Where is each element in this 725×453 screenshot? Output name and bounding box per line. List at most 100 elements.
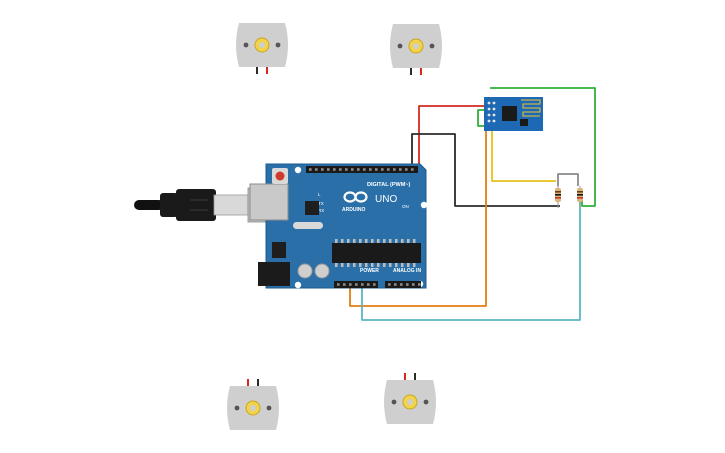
digital-header[interactable] bbox=[306, 166, 418, 173]
resistor-1[interactable] bbox=[555, 186, 561, 208]
esp-pin[interactable] bbox=[492, 113, 496, 117]
arduino-uno-board[interactable]: DIGITAL (PWM~) TX RX L ON ARDUINO UNO PO… bbox=[249, 163, 428, 289]
digital-pin[interactable] bbox=[363, 168, 366, 171]
digital-pins bbox=[309, 168, 414, 171]
digital-pin[interactable] bbox=[339, 168, 342, 171]
esp-pins bbox=[487, 101, 496, 123]
wire-red-3v3[interactable] bbox=[418, 105, 488, 168]
atmega-chip bbox=[332, 243, 421, 263]
digital-pin[interactable] bbox=[405, 168, 408, 171]
wire-yellow-rx[interactable] bbox=[491, 128, 556, 182]
digital-pin[interactable] bbox=[309, 168, 312, 171]
power-pin[interactable] bbox=[367, 283, 370, 286]
chip-leg bbox=[335, 239, 338, 243]
chip-legs bbox=[335, 239, 416, 267]
tx-label: TX bbox=[318, 201, 324, 206]
digital-pin[interactable] bbox=[351, 168, 354, 171]
model-label: UNO bbox=[375, 194, 397, 205]
rx-label: RX bbox=[318, 208, 324, 213]
digital-pin[interactable] bbox=[381, 168, 384, 171]
chip-leg bbox=[407, 263, 410, 267]
capacitor-2 bbox=[314, 263, 330, 279]
power-jack bbox=[258, 262, 290, 286]
digital-pin[interactable] bbox=[327, 168, 330, 171]
analog-pin[interactable] bbox=[418, 283, 421, 286]
brand-label: ARDUINO bbox=[342, 207, 365, 213]
analog-pin[interactable] bbox=[388, 283, 391, 286]
esp8266-module[interactable] bbox=[484, 97, 543, 131]
esp-pin[interactable] bbox=[492, 107, 496, 111]
reset-button-cap[interactable] bbox=[275, 171, 285, 181]
analog-pin[interactable] bbox=[406, 283, 409, 286]
esp-antenna bbox=[521, 99, 541, 117]
wire-orange-tx[interactable] bbox=[349, 128, 487, 307]
power-pin[interactable] bbox=[349, 283, 352, 286]
esp-pin[interactable] bbox=[492, 101, 496, 105]
arduino-logo-icon bbox=[343, 191, 368, 203]
dc-motor-top-left[interactable] bbox=[236, 23, 288, 74]
chip-leg bbox=[389, 239, 392, 243]
chip-leg bbox=[341, 239, 344, 243]
usb-jack bbox=[249, 183, 289, 221]
digital-pin[interactable] bbox=[375, 168, 378, 171]
digital-pin[interactable] bbox=[399, 168, 402, 171]
esp-pin[interactable] bbox=[487, 113, 491, 117]
wire-cyan-divider[interactable] bbox=[361, 202, 581, 321]
power-pin[interactable] bbox=[355, 283, 358, 286]
esp-pin[interactable] bbox=[487, 107, 491, 111]
power-pin[interactable] bbox=[373, 283, 376, 286]
chip-leg bbox=[377, 239, 380, 243]
digital-pin[interactable] bbox=[321, 168, 324, 171]
analog-header[interactable] bbox=[385, 281, 421, 288]
chip-leg bbox=[347, 263, 350, 267]
chip-leg bbox=[413, 239, 416, 243]
digital-header-label: DIGITAL (PWM~) bbox=[367, 182, 411, 188]
digital-pin[interactable] bbox=[345, 168, 348, 171]
analog-pin[interactable] bbox=[394, 283, 397, 286]
dc-motor-bottom-right[interactable] bbox=[384, 373, 436, 424]
dc-motor-top-right[interactable] bbox=[390, 24, 442, 75]
l-label: L bbox=[318, 192, 321, 197]
digital-pin[interactable] bbox=[357, 168, 360, 171]
digital-pin[interactable] bbox=[369, 168, 372, 171]
capacitor-1 bbox=[297, 263, 313, 279]
chip-leg bbox=[407, 239, 410, 243]
chip-leg bbox=[359, 263, 362, 267]
power-pin[interactable] bbox=[361, 283, 364, 286]
esp-pin[interactable] bbox=[487, 101, 491, 105]
chip-leg bbox=[335, 263, 338, 267]
digital-pin[interactable] bbox=[333, 168, 336, 171]
power-pin[interactable] bbox=[343, 283, 346, 286]
digital-pin[interactable] bbox=[315, 168, 318, 171]
resistor-2[interactable] bbox=[577, 186, 583, 208]
esp-flash bbox=[520, 119, 528, 126]
wire-gray-divider-link[interactable] bbox=[557, 173, 579, 186]
crystal bbox=[293, 222, 323, 229]
chip-leg bbox=[401, 239, 404, 243]
esp-pin[interactable] bbox=[492, 119, 496, 123]
chip-leg bbox=[389, 263, 392, 267]
voltage-regulator bbox=[272, 242, 286, 258]
chip-leg bbox=[371, 239, 374, 243]
chip-leg bbox=[353, 263, 356, 267]
digital-pin[interactable] bbox=[411, 168, 414, 171]
chip-leg bbox=[395, 263, 398, 267]
digital-pin[interactable] bbox=[387, 168, 390, 171]
analog-pin[interactable] bbox=[412, 283, 415, 286]
chip-leg bbox=[341, 263, 344, 267]
wire-black-gnd[interactable] bbox=[411, 133, 560, 207]
power-pin[interactable] bbox=[337, 283, 340, 286]
chip-leg bbox=[401, 263, 404, 267]
chip-leg bbox=[353, 239, 356, 243]
analog-pin[interactable] bbox=[400, 283, 403, 286]
chip-leg bbox=[365, 239, 368, 243]
chip-leg bbox=[377, 263, 380, 267]
chip-leg bbox=[347, 239, 350, 243]
digital-pin[interactable] bbox=[393, 168, 396, 171]
bottom-pins bbox=[337, 283, 421, 286]
dc-motor-bottom-left[interactable] bbox=[227, 379, 279, 430]
usb-chip bbox=[305, 201, 319, 215]
esp-pin[interactable] bbox=[487, 119, 491, 123]
power-header-label: POWER bbox=[360, 268, 379, 274]
